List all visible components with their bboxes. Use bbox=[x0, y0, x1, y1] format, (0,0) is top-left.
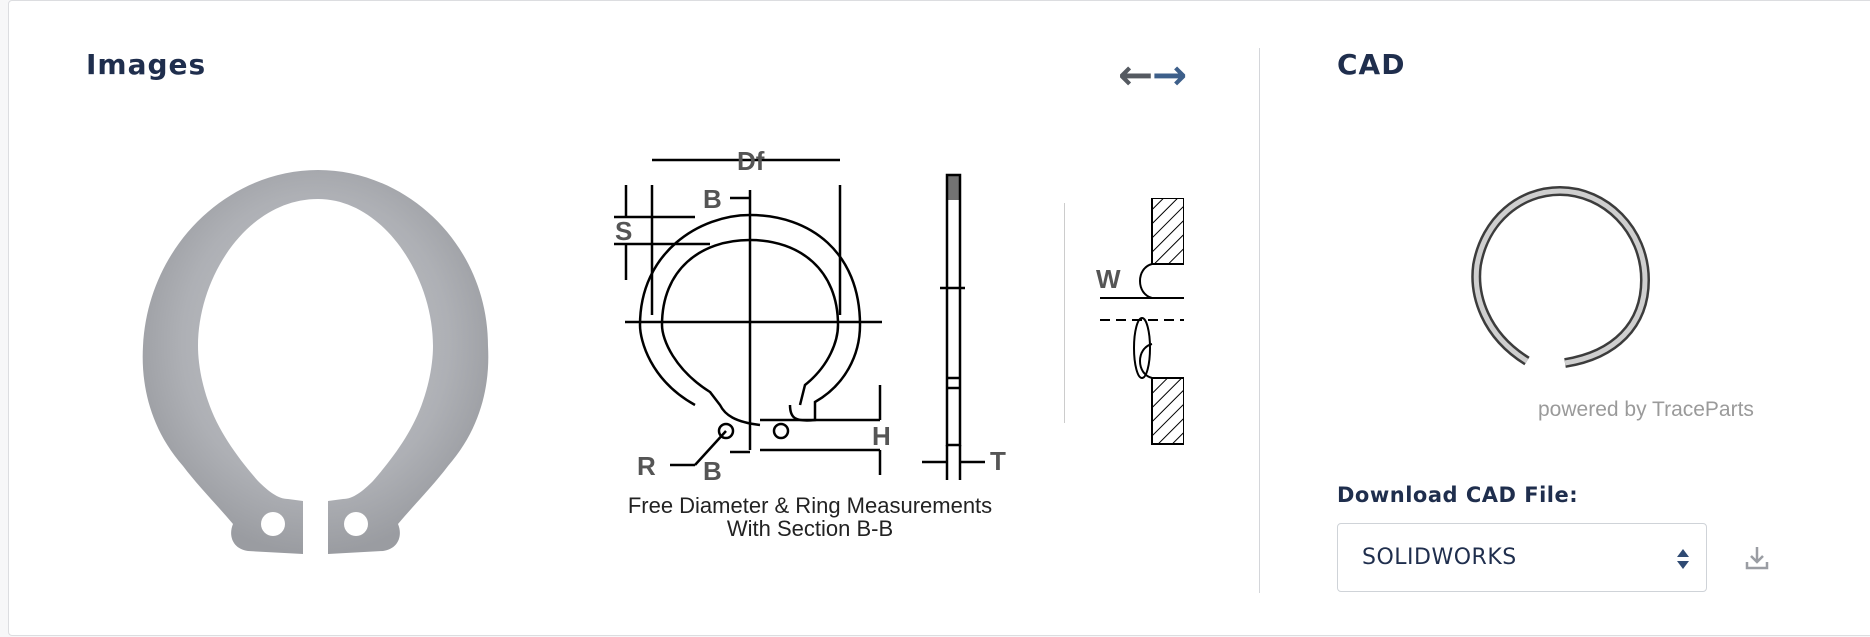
cad-format-selected-value: SOLIDWORKS bbox=[1362, 545, 1517, 570]
drawing-caption-line-2: With Section B-B bbox=[726, 516, 894, 541]
dimension-df-label: Df bbox=[737, 146, 765, 176]
dimension-t-label: T bbox=[990, 446, 1006, 476]
arrow-left-icon[interactable]: ← bbox=[1118, 50, 1154, 99]
download-icon[interactable] bbox=[1745, 545, 1769, 571]
dimension-s-label: S bbox=[615, 216, 632, 246]
dimension-h-label: H bbox=[872, 421, 891, 451]
arrow-right-icon[interactable]: → bbox=[1152, 50, 1188, 99]
select-caret-icon bbox=[1677, 549, 1689, 569]
dimension-r-label: R bbox=[637, 451, 656, 481]
images-section-title: Images bbox=[86, 48, 207, 81]
cad-3d-preview[interactable] bbox=[1465, 185, 1655, 380]
download-cad-label: Download CAD File: bbox=[1337, 483, 1579, 507]
cad-section-title: CAD bbox=[1337, 48, 1406, 81]
cad-format-select[interactable]: SOLIDWORKS bbox=[1337, 523, 1707, 592]
section-b-bottom-label: B bbox=[703, 456, 722, 486]
section-b-top-label: B bbox=[703, 184, 722, 214]
section-divider bbox=[1259, 48, 1260, 593]
dimension-w-label: W bbox=[1096, 264, 1121, 294]
drawing-caption: Free Diameter & Ring Measurements With S… bbox=[600, 494, 1020, 540]
ring-measurements-drawing[interactable]: Df B S R B H T bbox=[600, 140, 1020, 490]
groove-drawing-partial[interactable]: W bbox=[1064, 198, 1184, 448]
powered-by-traceparts: powered by TraceParts bbox=[1538, 398, 1754, 421]
drawing-caption-line-1: Free Diameter & Ring Measurements bbox=[627, 493, 993, 518]
retaining-ring-photo[interactable] bbox=[138, 166, 494, 556]
